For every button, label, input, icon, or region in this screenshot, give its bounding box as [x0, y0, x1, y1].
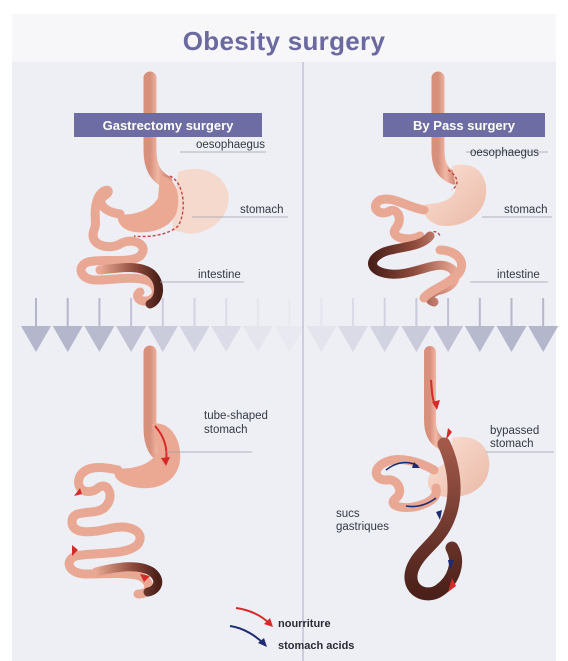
legend-acids: stomach acids	[278, 640, 354, 652]
sucs-label-line2: gastriques	[336, 520, 389, 534]
right-intestine-label: intestine	[497, 268, 540, 282]
bypassed-stomach-label-line1: bypassed	[490, 424, 539, 438]
page-title: Obesity surgery	[0, 26, 568, 57]
left-intestine-label: intestine	[198, 268, 241, 282]
right-stomach-label: stomach	[504, 203, 547, 217]
gastrectomy-banner: Gastrectomy surgery	[74, 113, 262, 137]
left-oesophagus-label: oesophaegus	[196, 138, 265, 152]
bypass-banner: By Pass surgery	[383, 113, 545, 137]
tube-stomach-label-line2: stomach	[204, 423, 247, 437]
right-oesophagus-label: oesophaegus	[470, 146, 539, 160]
tube-stomach-label-line1: tube-shaped	[204, 409, 268, 423]
bypassed-stomach-label-line2: stomach	[490, 437, 533, 451]
sucs-label-line1: sucs	[336, 507, 360, 521]
legend-food: nourriture	[278, 618, 331, 630]
left-stomach-label: stomach	[240, 203, 283, 217]
